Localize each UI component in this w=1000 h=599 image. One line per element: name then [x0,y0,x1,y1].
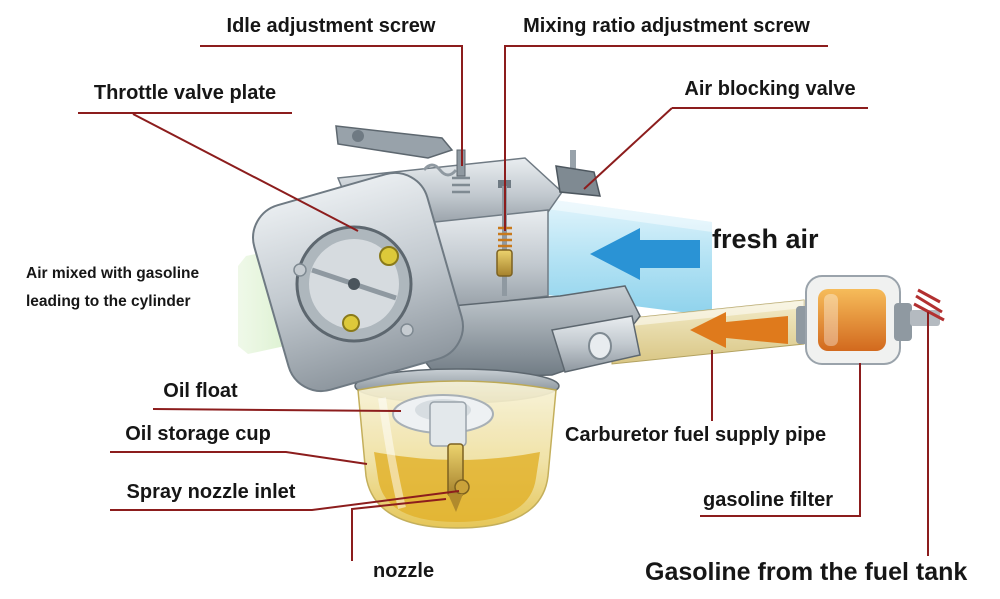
air-blocking-valve-part [555,150,601,197]
label-fresh-air: fresh air [712,224,819,254]
throttle-lever [335,125,454,159]
fresh-air-arrow-icon [590,228,700,280]
leader-air-blocking-valve [583,107,868,190]
leader-spray-nozzle-inlet [110,490,460,511]
fuel-flow-arrow-icon [690,312,788,348]
flange-bolt [379,246,399,266]
label-gasoline-from-fuel-tank: Gasoline from the fuel tank [645,558,968,586]
leader-oil-float [152,408,402,412]
leader-nozzle [351,498,447,561]
leader-gasoline-filter [700,363,861,517]
label-air-mixed-with-gasoline: Air mixed with gasoline leading to the c… [26,260,199,316]
label-mixing-ratio-adjustment-screw: Mixing ratio adjustment screw [523,15,810,37]
label-spray-nozzle-inlet: Spray nozzle inlet [126,481,296,503]
label-oil-storage-cup: Oil storage cup [125,423,271,445]
label-air-blocking-valve: Air blocking valve [684,78,856,100]
leader-oil-storage-cup [110,451,368,465]
label-nozzle: nozzle [373,560,435,582]
label-gasoline-filter: gasoline filter [703,489,834,511]
mounting-flange [252,171,464,393]
fuel-supply-pipe [611,299,805,365]
label-idle-adjustment-screw: Idle adjustment screw [226,15,436,37]
label-air-mixed-line-2: leading to the cylinder [26,293,191,310]
fresh-air-duct [540,198,712,316]
float-bowl [357,380,557,529]
leader-mixing-ratio-adjustment-screw [504,45,828,231]
gasoline-filter-part [796,275,945,365]
leader-throttle-valve-plate [78,112,359,232]
label-carburetor-fuel-supply-pipe: Carburetor fuel supply pipe [565,424,827,446]
label-oil-float: Oil float [163,380,238,402]
label-throttle-valve-plate: Throttle valve plate [93,82,277,104]
leader-lines [78,45,929,561]
label-air-mixed-line-1: Air mixed with gasoline [26,265,200,282]
flange-bolt [342,314,360,332]
leader-idle-adjustment-screw [200,45,463,166]
top-mechanisms [335,125,601,296]
